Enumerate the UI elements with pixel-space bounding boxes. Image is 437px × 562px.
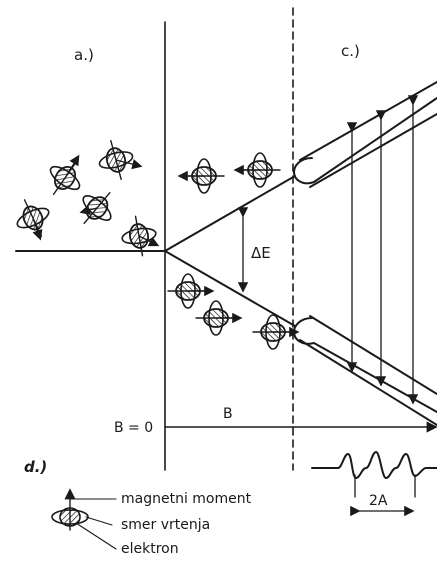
panel-d-label: d.): [24, 458, 47, 476]
b-zero-label: B = 0: [114, 420, 153, 436]
moment-arrow-icon: [79, 204, 98, 216]
moment-arrow-icon: [64, 154, 80, 179]
upper-band: [293, 81, 437, 188]
two-a-label: 2A: [369, 493, 388, 509]
moment-arrow-icon: [115, 159, 143, 170]
upper-level-line: [164, 175, 296, 252]
legend-leader-electron: [75, 522, 117, 550]
panel-c-label: c.): [341, 42, 360, 60]
b-label: B: [223, 406, 233, 422]
legend-leader-spin: [85, 516, 113, 526]
delta-e-label: ΔE: [251, 244, 271, 262]
panel-a-label: a.): [74, 46, 94, 64]
legend-electron: elektron: [121, 541, 179, 557]
lower-level-line: [164, 250, 296, 327]
lower-band: [293, 315, 437, 426]
moment-arrow-icon: [32, 217, 43, 241]
legend-magnetic-moment: magnetni moment: [121, 491, 252, 507]
legend-spin-direction: smer vrtenja: [121, 517, 210, 533]
moment-arrow-icon: [138, 235, 160, 247]
spectrum-trace: [311, 451, 437, 479]
